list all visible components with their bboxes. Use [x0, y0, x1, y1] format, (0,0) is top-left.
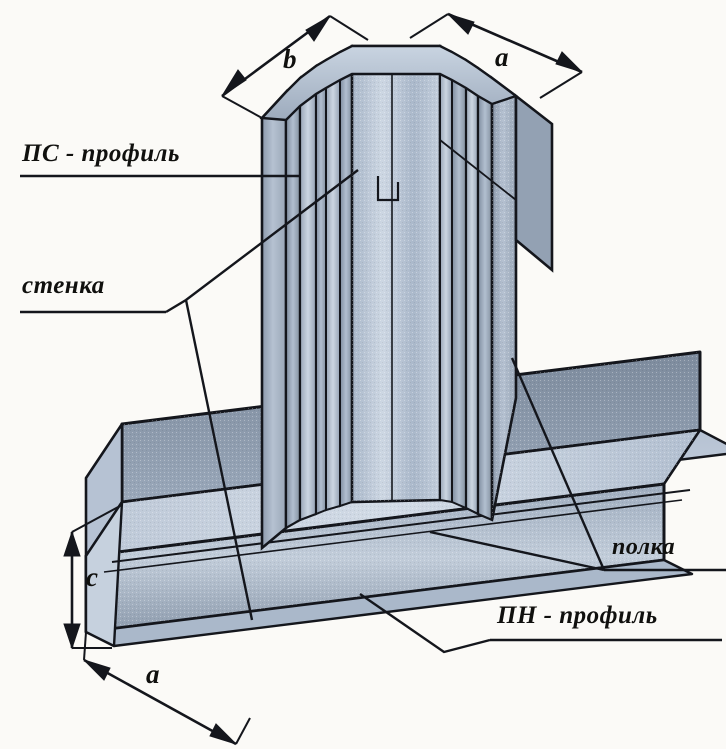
dim-b-ext-right	[329, 15, 369, 41]
track-bend-line-2	[103, 499, 683, 573]
dim-a-top-ext-right	[539, 71, 583, 99]
dim-a-top-arrowhead-left	[447, 13, 475, 35]
dimension-arrows	[63, 12, 583, 746]
stud-top-cut-face	[259, 44, 519, 122]
label-web: стенка	[22, 272, 105, 299]
dim-a-bottom-line	[83, 658, 237, 746]
dim-a-bottom-ext-right	[235, 717, 251, 745]
dimension-label-b: b	[283, 44, 297, 74]
stud-left-rib-1	[284, 75, 302, 530]
stud-left-rib-5	[339, 44, 353, 508]
dimension-label-a-bottom: a	[146, 659, 160, 689]
stud-right-lip	[514, 93, 554, 273]
stud-left-flange-outer	[260, 88, 288, 551]
dim-a-top-arrowhead-right	[555, 51, 583, 73]
dim-a-top-ext-left	[409, 13, 449, 39]
stud-left-rib-3	[315, 58, 327, 516]
stud-right-rib-1	[439, 44, 453, 504]
stud-web-texture	[352, 46, 440, 502]
track-bend-line-1	[111, 489, 691, 563]
stud-right-rib-3	[464, 57, 480, 516]
track-left-endcap-flange	[84, 500, 124, 648]
stud-diagonal-edge	[439, 139, 517, 201]
leader-track-to-body	[359, 593, 491, 654]
stud-notch-detail	[376, 176, 400, 202]
leader-flange-to-stud	[510, 357, 606, 571]
leader-web-lower-branch	[184, 299, 254, 621]
dim-b-arrowhead-right	[305, 15, 331, 42]
leader-flange-to-track	[429, 530, 605, 572]
stud-right-rib-4	[476, 65, 494, 522]
label-flange: полка	[612, 534, 676, 560]
dim-a-bottom-ext-left	[83, 631, 87, 661]
label-stud-profile: ПС - профиль	[22, 140, 180, 167]
stud-left-rib-2	[298, 63, 318, 522]
dimension-label-c: c	[86, 562, 98, 592]
dim-b-arrowhead-left	[221, 69, 247, 97]
stud-right-flange-texture	[492, 78, 516, 520]
stud-right-rib-2	[451, 50, 467, 510]
stud-profile-group	[259, 44, 554, 551]
dim-a-bottom-arrowhead-left	[83, 659, 111, 681]
label-track-profile: ПН - профиль	[497, 602, 658, 629]
dim-c-arrowhead-top	[63, 530, 81, 557]
leader-lines	[20, 169, 726, 654]
dim-a-bottom-arrowhead-right	[209, 723, 237, 745]
dim-c-ext-top	[71, 505, 121, 533]
dimension-label-a-top: a	[495, 42, 509, 72]
dim-c-arrowhead-bottom	[63, 623, 81, 650]
stud-left-rib-4	[325, 50, 341, 512]
dim-b-ext-left	[221, 95, 263, 119]
